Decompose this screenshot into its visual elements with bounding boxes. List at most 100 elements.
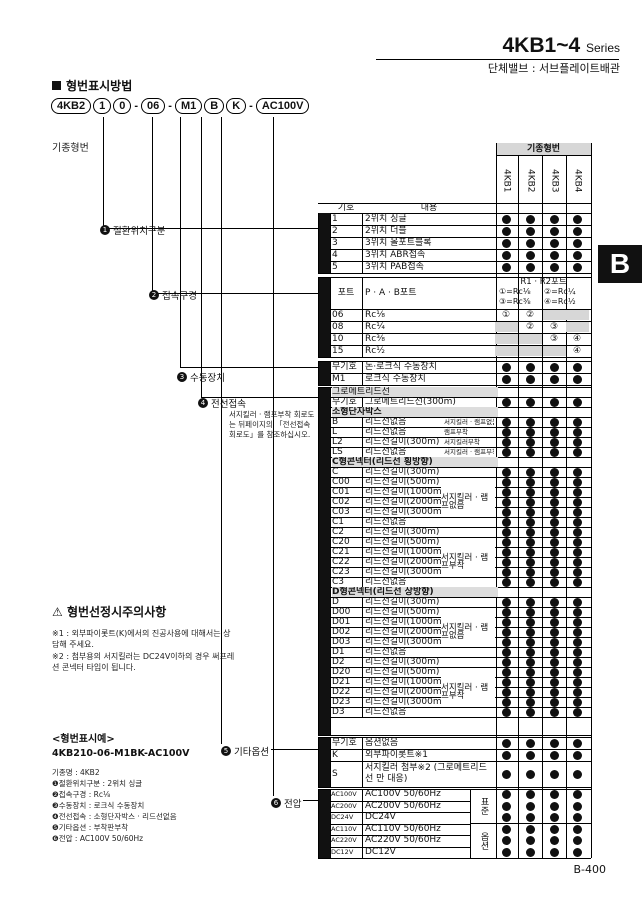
availability-dot: [548, 835, 560, 847]
table-rule: [330, 517, 591, 518]
availability-dot: [524, 637, 536, 647]
filled-dot: [549, 738, 559, 748]
filled-dot: [572, 547, 582, 557]
filled-dot: [525, 824, 535, 834]
filled-dot: [572, 637, 582, 647]
filled-dot: [572, 397, 582, 407]
row-code: C00: [332, 477, 350, 487]
row-code: C2: [332, 527, 345, 537]
row-code: D22: [332, 687, 351, 697]
availability-dot: [500, 373, 512, 385]
row-code: C21: [332, 547, 350, 557]
row-desc: 리드선길이(3000m): [365, 507, 446, 517]
table-rule: [362, 627, 363, 637]
row-code: C03: [332, 507, 350, 517]
row-desc: 옵션없음: [365, 737, 399, 748]
unavailable-cell: [495, 334, 518, 344]
content-col-header: 내용: [420, 203, 438, 213]
availability-dot: [571, 824, 583, 836]
warning-note-2: ※2 : 첨부용의 서지킬러는 DC24V이하의 경우 써프레션 콘넥터 타입이…: [52, 652, 235, 672]
table-rule: [362, 597, 363, 607]
row-desc: 리드선길이(1000m): [365, 677, 446, 687]
filled-dot: [549, 362, 559, 372]
availability-dot: [524, 617, 536, 627]
port-mark: ③: [549, 333, 559, 344]
filled-dot: [549, 557, 559, 567]
availability-dot: [524, 547, 536, 557]
filled-dot: [501, 836, 511, 846]
availability-dot: [548, 487, 560, 497]
table-rule: [318, 789, 591, 790]
table-rule: [362, 667, 363, 677]
availability-dot: [571, 687, 583, 697]
availability-dot: [548, 677, 560, 687]
availability-dot: [500, 567, 512, 577]
availability-dot: [571, 737, 583, 749]
availability-dot: [548, 249, 560, 261]
availability-dot: [548, 397, 560, 407]
table-rule: [362, 547, 363, 557]
availability-dot: [524, 607, 536, 617]
row-desc: 리드선길이(2000m): [365, 497, 446, 507]
availability-dot: [500, 697, 512, 707]
filled-dot: [525, 467, 535, 477]
filled-dot: [525, 707, 535, 717]
availability-dot: [548, 657, 560, 667]
row-desc: 리드선길이(1000m): [365, 487, 446, 497]
filled-dot: [501, 577, 511, 587]
table-rule: [330, 477, 591, 478]
filled-dot: [525, 607, 535, 617]
table-rule: [330, 321, 591, 322]
filled-dot: [572, 417, 582, 427]
filled-dot: [549, 813, 559, 823]
filled-dot: [525, 790, 535, 800]
connector-line: [273, 117, 274, 800]
code-part: 1: [93, 98, 112, 114]
filled-dot: [525, 362, 535, 372]
filled-dot: [501, 477, 511, 487]
filled-dot: [549, 374, 559, 384]
table-rule: [330, 277, 331, 357]
filled-dot: [549, 707, 559, 717]
filled-dot: [501, 362, 511, 372]
table-rule: [362, 507, 363, 517]
filled-dot: [501, 497, 511, 507]
filled-dot: [525, 687, 535, 697]
table-rule: [330, 237, 591, 238]
availability-dot: [571, 497, 583, 507]
row-code: D00: [332, 607, 351, 617]
availability-dot: [524, 737, 536, 749]
row-desc: 3위치 올포트블록: [365, 237, 432, 248]
filled-dot: [501, 824, 511, 834]
group-no-lamp: 서지킬러 · 램프없음: [441, 487, 495, 517]
row-code: D21: [332, 677, 351, 687]
availability-dot: [571, 707, 583, 717]
filled-dot: [525, 836, 535, 846]
availability-dot: [500, 427, 512, 437]
row-code: 2: [332, 225, 338, 236]
availability-dot: [524, 225, 536, 237]
availability-dot: [524, 687, 536, 697]
availability-dot: [524, 497, 536, 507]
table-rule: [470, 823, 591, 824]
filled-dot: [501, 487, 511, 497]
code-part: 0: [113, 98, 132, 114]
row-desc: Rc⅛: [365, 309, 385, 320]
connector-line: [103, 228, 318, 229]
port-mark: ②: [525, 309, 535, 320]
table-rule: [362, 417, 363, 427]
availability-dot: [500, 761, 512, 787]
row-desc: 로크식 수동장치: [365, 373, 426, 384]
availability-dot: [500, 487, 512, 497]
option-s-code: S: [332, 768, 338, 779]
filled-dot: [525, 657, 535, 667]
availability-dot: [500, 617, 512, 627]
availability-dot: [500, 677, 512, 687]
availability-dot: [548, 225, 560, 237]
filled-dot: [525, 262, 535, 272]
table-rule: [330, 607, 591, 608]
row-code: 3: [332, 237, 338, 248]
availability-dot: [548, 427, 560, 437]
availability-dot: [548, 847, 560, 859]
